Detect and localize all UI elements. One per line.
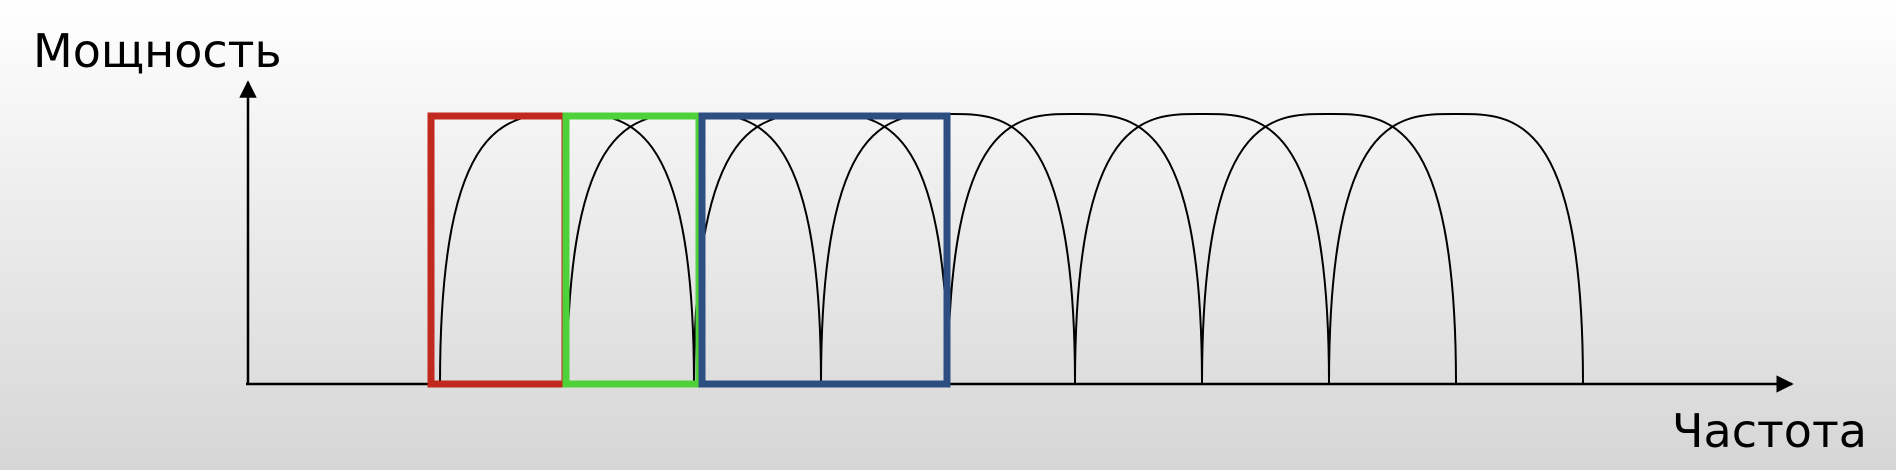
highlight-frames [427,112,951,388]
subcarrier-curve-5 [947,112,1203,385]
subcarrier-curve-6 [1074,112,1330,385]
x-axis-label: Частота [1672,404,1867,458]
blue-frame [698,112,951,388]
red-frame [427,112,569,388]
y-axis-label: Мощность [33,24,282,78]
subcarrier-curve-8 [1328,112,1584,385]
subcarrier-curve-7 [1201,112,1457,385]
subcarrier-curves [439,112,1584,385]
green-frame [562,112,703,388]
